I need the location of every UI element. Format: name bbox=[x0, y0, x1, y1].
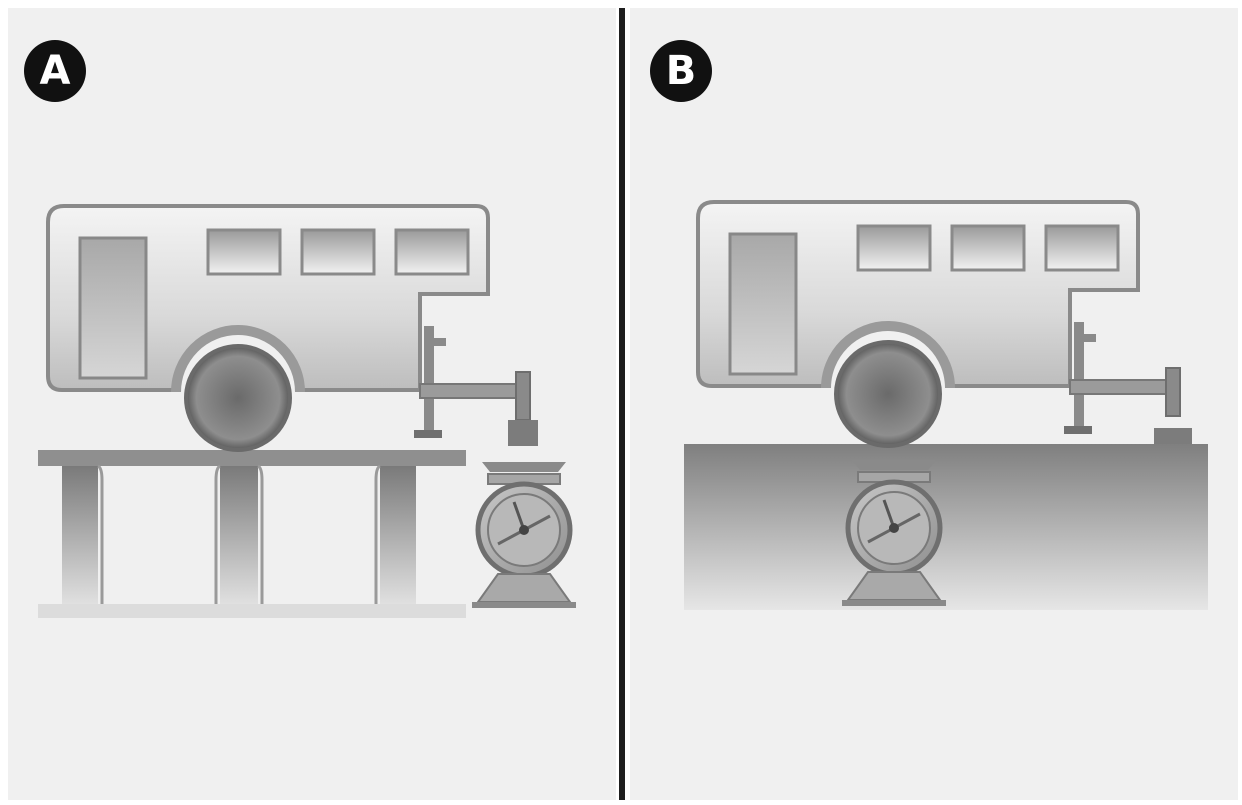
panel-b-label: B bbox=[650, 40, 712, 102]
tongue-jack-icon bbox=[508, 420, 538, 446]
tongue-jack-icon bbox=[1154, 428, 1192, 444]
panel-b-illustration bbox=[684, 202, 1208, 610]
panel-divider bbox=[619, 8, 625, 800]
ground-block bbox=[684, 444, 1208, 610]
panel-a-label: A bbox=[24, 40, 86, 102]
camper-trailer-icon bbox=[48, 206, 530, 450]
camper-trailer-icon bbox=[698, 202, 1180, 446]
panel-a-illustration bbox=[38, 206, 576, 618]
support-stand bbox=[38, 450, 466, 618]
weighing-scale-icon bbox=[472, 462, 576, 608]
panel-a bbox=[8, 8, 616, 800]
